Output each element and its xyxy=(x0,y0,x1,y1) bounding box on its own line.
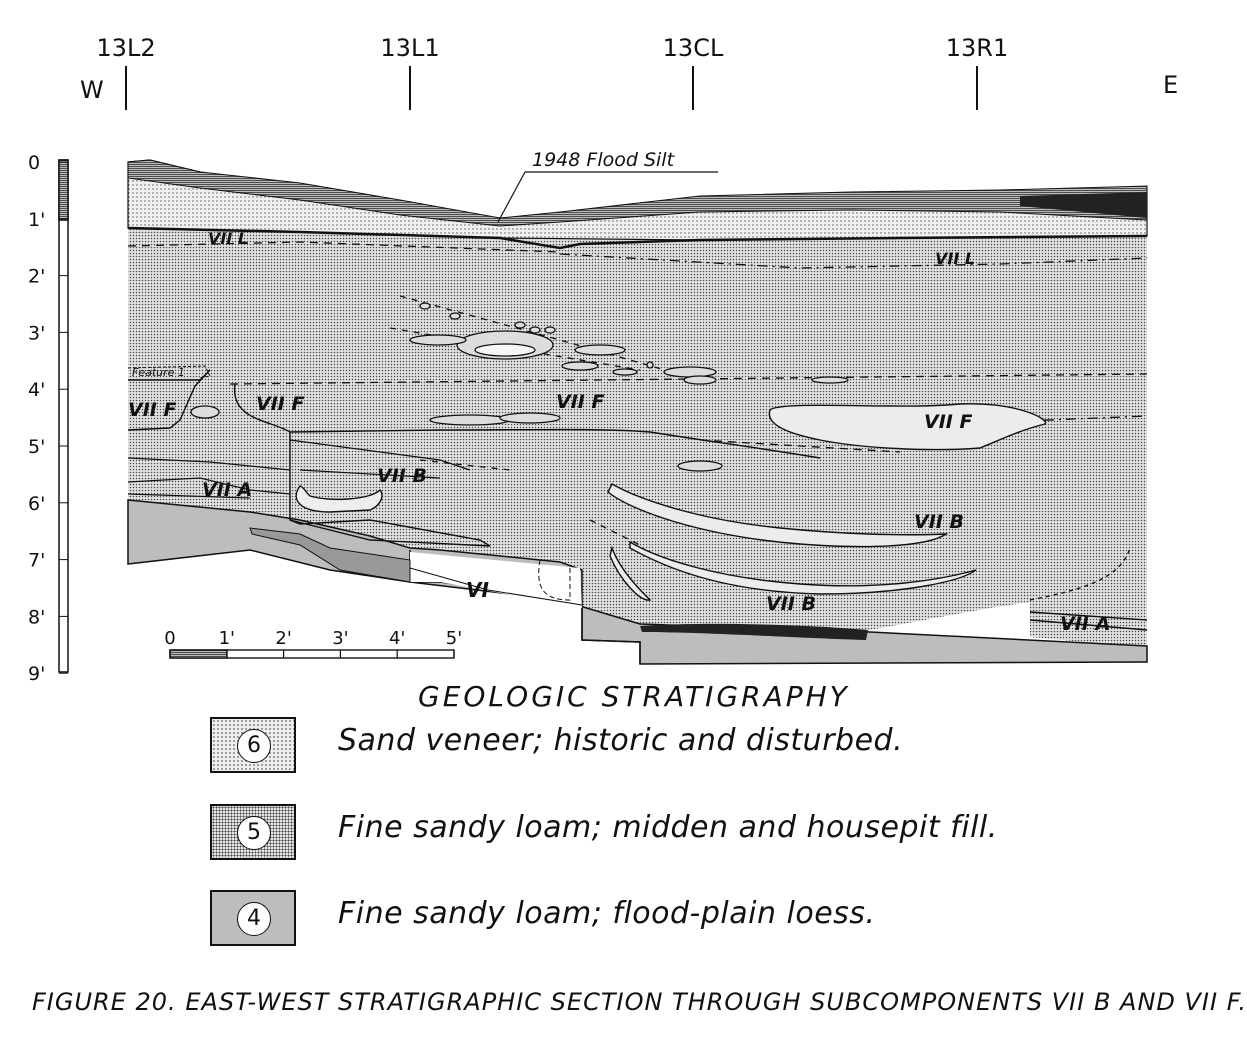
lenses xyxy=(190,302,849,472)
stake-label: 13L2 xyxy=(96,34,155,62)
legend-number: 5 xyxy=(237,816,271,850)
depth-label: 7' xyxy=(28,550,45,572)
legend-swatch: 5 xyxy=(210,804,296,860)
east-label: E xyxy=(1163,71,1178,99)
grid-stakes: 13L2 13L1 13CL 13R1 W E xyxy=(80,34,1178,110)
vii-a-west-band xyxy=(127,477,291,499)
flood-silt-label: 1948 Flood Silt xyxy=(532,149,676,171)
vii-b-label: VII B xyxy=(914,511,964,533)
bar-scale: 0 1' 2' 3' 4' 5' xyxy=(164,628,462,659)
feature-1-label: Feature 1 xyxy=(132,366,185,379)
legend-swatch: 6 xyxy=(210,717,296,773)
vii-l-west-label: VII L xyxy=(208,229,248,248)
unit-labels: VII L VII L VII F VII F VII F VII F VII … xyxy=(128,229,1110,635)
feature-1-outline xyxy=(127,365,211,379)
legend-item-6: 6 Sand veneer; historic and disturbed. xyxy=(210,717,1110,777)
legend-swatch: 4 xyxy=(210,890,296,946)
depth-label: 4' xyxy=(28,379,45,401)
vii-f-east-lens xyxy=(768,403,1047,451)
vii-f-label: VII F xyxy=(924,411,972,433)
dashed-pit xyxy=(538,559,571,601)
legend-number: 6 xyxy=(237,729,271,763)
scale-label: 4' xyxy=(389,628,405,649)
west-label: W xyxy=(80,76,104,104)
vii-a-label: VII A xyxy=(1060,613,1110,635)
scale-label: 1' xyxy=(219,628,235,649)
stake-label: 13L1 xyxy=(380,34,439,62)
dark-basal-lens xyxy=(640,623,868,640)
vii-b-label: VII B xyxy=(766,593,816,615)
figure-caption: FIGURE 20. EAST-WEST STRATIGRAPHIC SECTI… xyxy=(32,988,1247,1016)
vi-leader xyxy=(409,567,489,591)
vii-b-arcs xyxy=(607,483,1148,631)
vii-f-label: VII F xyxy=(128,399,176,421)
legend-item-5: 5 Fine sandy loam; midden and housepit f… xyxy=(210,804,1110,864)
depth-label: 3' xyxy=(28,322,45,344)
flood-silt-dark xyxy=(1020,192,1147,218)
stake-label: 13CL xyxy=(663,34,724,62)
legend-description: Sand veneer; historic and disturbed. xyxy=(338,723,904,758)
vii-b-west-bands xyxy=(127,439,471,479)
depth-label: 9' xyxy=(28,663,45,685)
legend-title: GEOLOGIC STRATIGRAPHY xyxy=(418,680,850,713)
legend-number: 4 xyxy=(237,902,271,936)
vii-f-label: VII F xyxy=(256,393,304,415)
vii-f-label: VII F xyxy=(556,391,604,413)
stake-label: 13R1 xyxy=(946,34,1008,62)
depth-label: 8' xyxy=(28,606,45,628)
vii-a-label: VII A xyxy=(202,479,252,501)
vi-leader xyxy=(487,589,583,606)
legend-item-4: 4 Fine sandy loam; flood-plain loess. xyxy=(210,890,1110,950)
flood-silt-leader xyxy=(497,171,526,223)
vii-b-label: VII B xyxy=(377,465,427,487)
depth-label: 0 xyxy=(28,152,40,174)
excavation-void xyxy=(410,552,582,608)
depth-label: 2' xyxy=(28,266,45,288)
vii-l-east-label: VII L xyxy=(935,249,975,268)
veneer-base-line xyxy=(127,226,1148,250)
depth-label: 1' xyxy=(28,209,45,231)
scale-label: 2' xyxy=(275,628,291,649)
vi-label: VI xyxy=(466,578,489,602)
scale-label: 5' xyxy=(446,628,462,649)
vii-f-west-region xyxy=(127,369,211,431)
legend-description: Fine sandy loam; flood-plain loess. xyxy=(338,896,876,931)
vii-f-central-boundary xyxy=(234,383,821,459)
stratigraphic-section: 13L2 13L1 13CL 13R1 W E 0 1' 2' 3' 4' 5' 6' 7' 8… xyxy=(28,34,1178,685)
scale-label: 0 xyxy=(164,628,175,649)
depth-scale: 0 1' 2' 3' 4' 5' 6' 7' 8' 9' xyxy=(28,152,69,685)
vii-b-west-block xyxy=(289,432,491,547)
depth-label: 6' xyxy=(28,493,45,515)
legend-description: Fine sandy loam; midden and housepit fil… xyxy=(338,810,998,845)
unit-vi-band xyxy=(249,527,411,583)
depth-label: 5' xyxy=(28,436,45,458)
scale-label: 3' xyxy=(332,628,348,649)
vii-b-pit xyxy=(295,485,383,513)
